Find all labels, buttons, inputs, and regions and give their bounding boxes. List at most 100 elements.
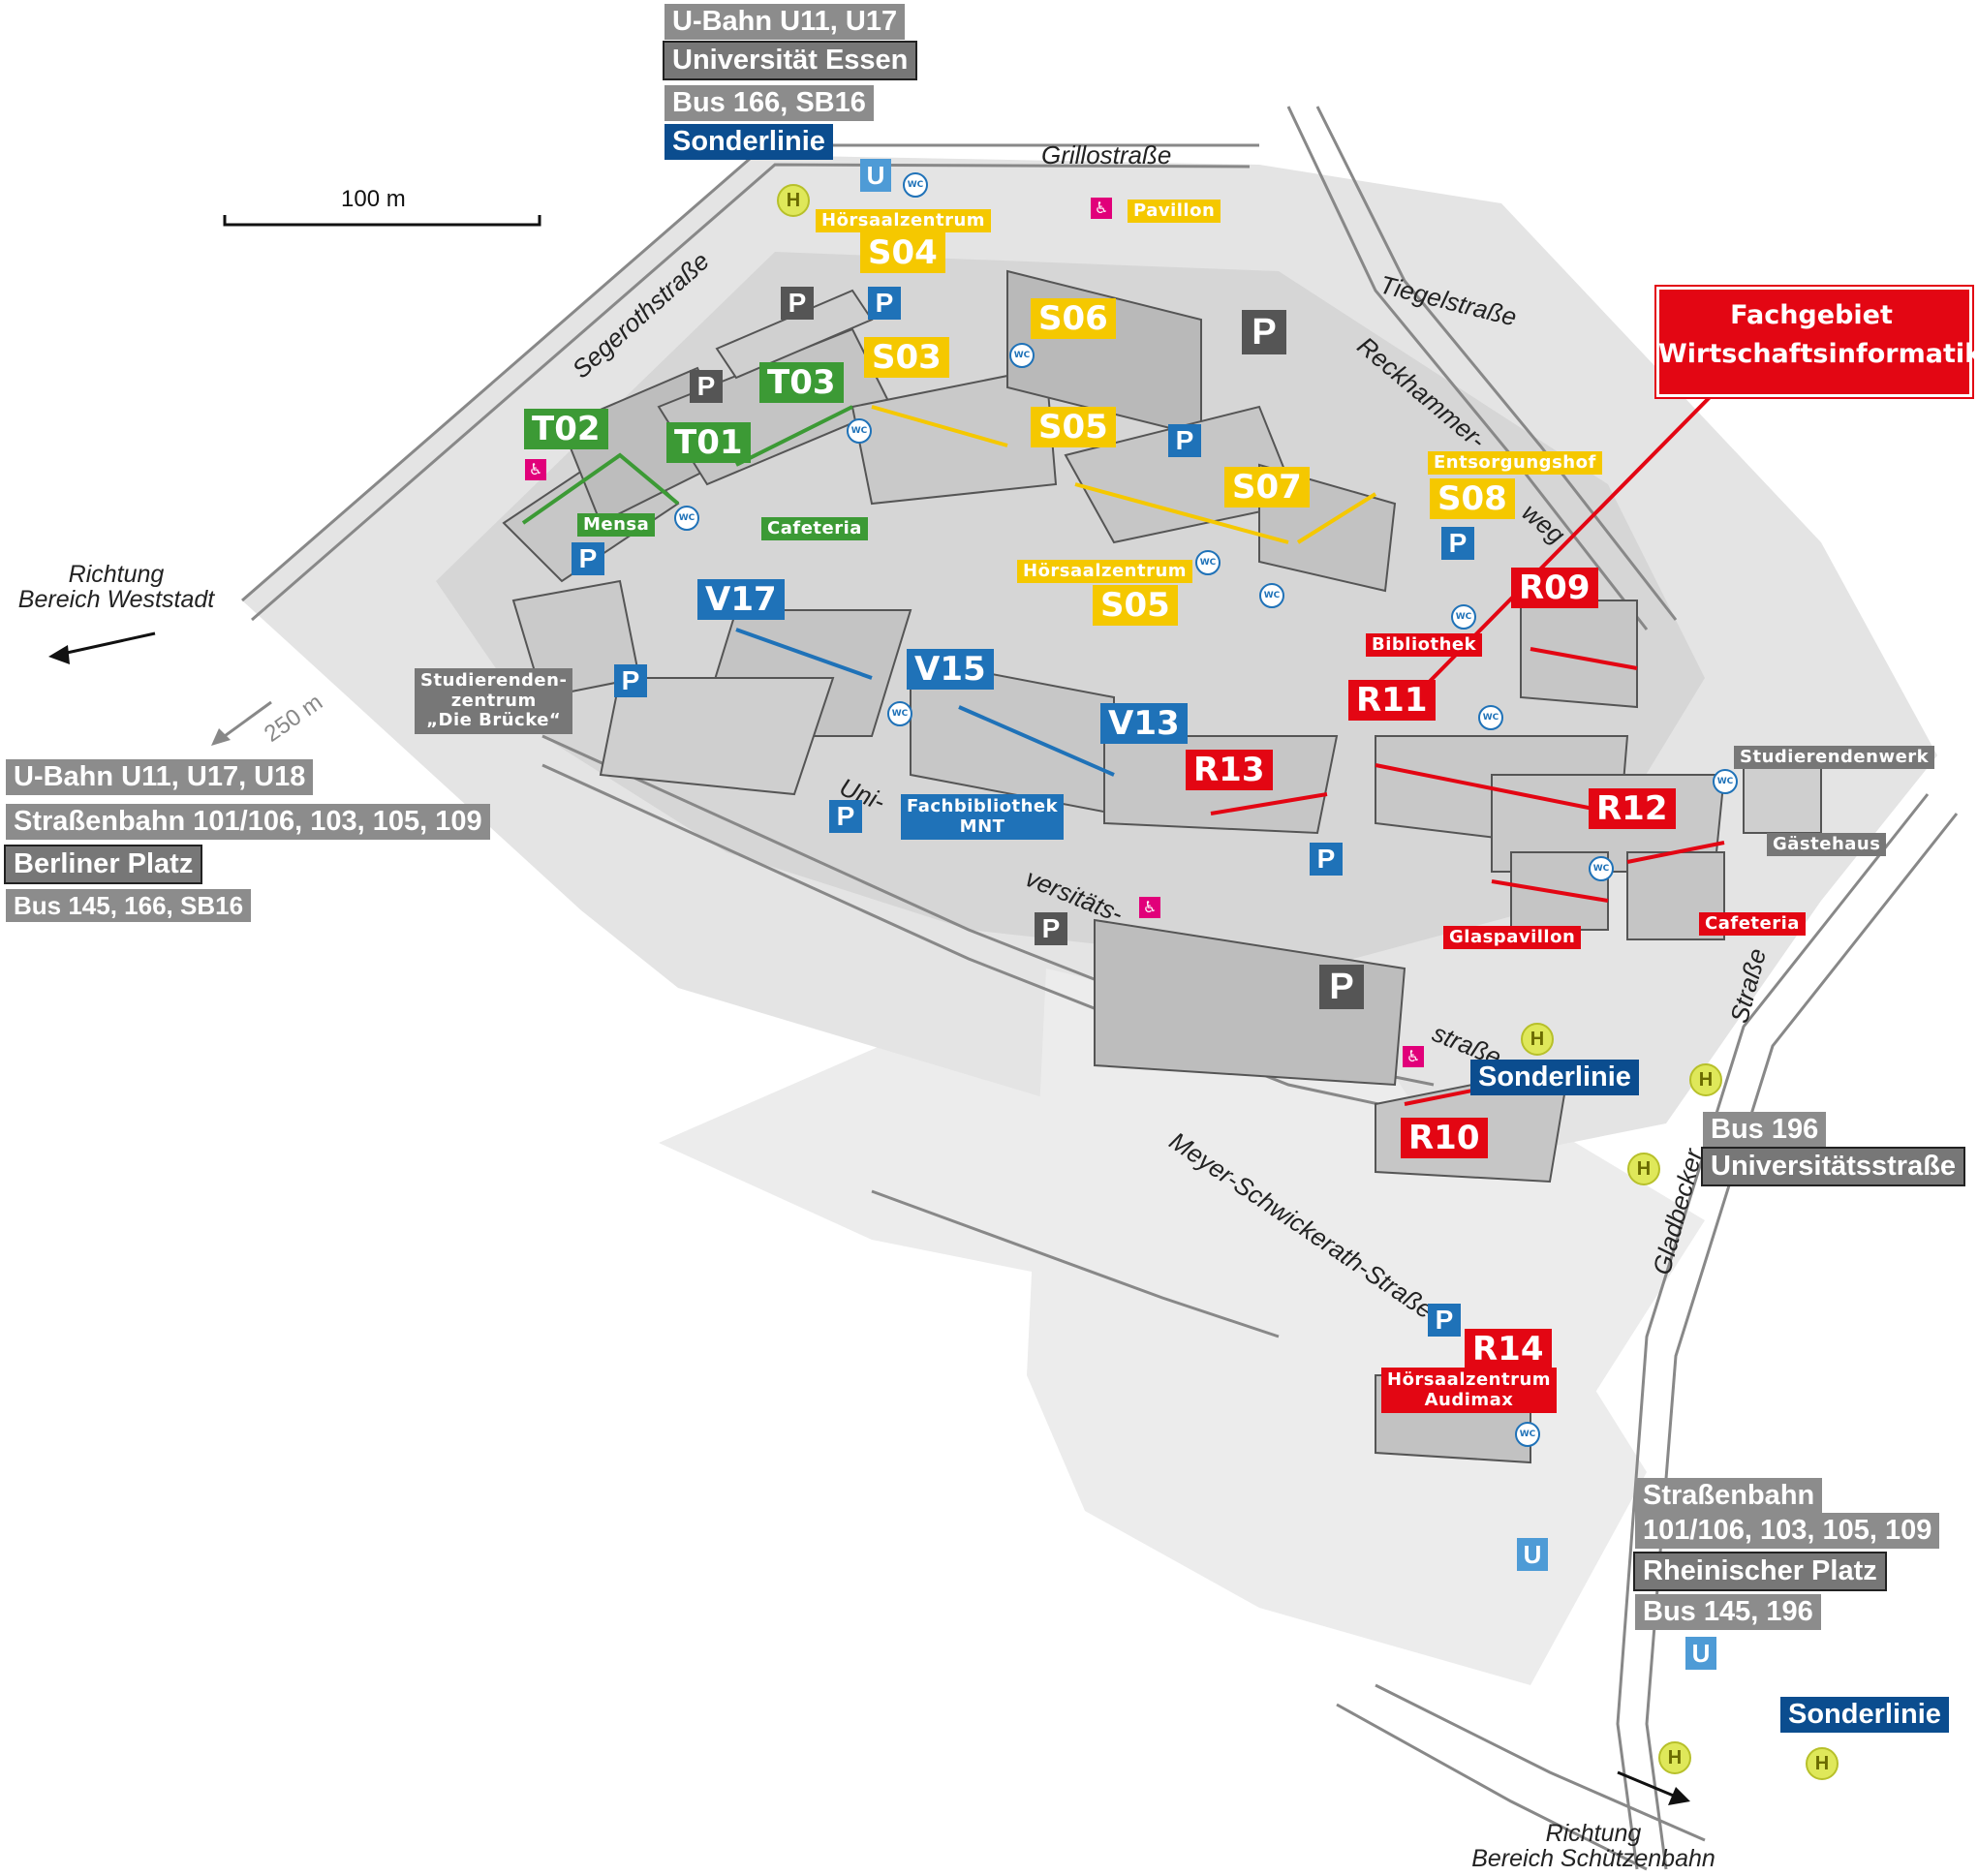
weststadt-arrow [57,631,156,657]
transit-sonderlinie-mid: Sonderlinie [1470,1060,1639,1095]
building-S05-hoersaal[interactable]: S05 [1093,585,1178,626]
tram-stop-icon: H [1689,1063,1722,1096]
parking-icon: P [1310,843,1343,876]
parking-icon: P [781,287,814,320]
schuetzenbahn-arrow [1617,1770,1677,1799]
transit-west-bus: Bus 145, 166, SB16 [6,889,252,922]
highlight-line2: Wirtschaftsinformatik [1658,339,1978,369]
facility-audimax[interactable]: Hörsaalzentrum Audimax [1381,1368,1558,1414]
tram-stop-icon: H [777,184,810,217]
building-S06[interactable]: S06 [1031,298,1116,339]
wc-icon: WC [1451,604,1476,630]
transit-north-ubahn: U-Bahn U11, U17 [664,4,906,40]
transit-west-tram: Straßenbahn 101/106, 103, 105, 109 [6,804,490,840]
parking-icon: P [614,664,647,697]
transit-east-station: Universitätsstraße [1700,1147,1966,1186]
facility-studierendenwerk[interactable]: Studierendenwerk [1734,746,1935,769]
building-V15[interactable]: V15 [907,649,994,690]
transit-south-lines: 101/106, 103, 105, 109 [1635,1513,1940,1549]
highlight-pointer [1393,385,1721,719]
parking-icon: P [690,370,723,403]
facility-bibliothek[interactable]: Bibliothek [1366,633,1483,657]
building-R10[interactable]: R10 [1401,1118,1488,1158]
wc-icon: WC [1589,856,1614,881]
building-T03[interactable]: T03 [759,362,844,403]
ubahn-icon: U [860,159,891,192]
parking-icon: P [829,800,862,833]
ubahn-icon: U [1685,1637,1716,1670]
building-R14[interactable]: R14 [1465,1329,1552,1369]
transit-south-station: Rheinischer Platz [1633,1552,1887,1591]
facility-die-bruecke[interactable]: Studierenden- zentrum „Die Brücke“ [415,668,573,735]
parking-icon: P [1319,965,1364,1009]
scale-label: 100 m [341,186,406,212]
building-T02[interactable]: T02 [524,409,608,449]
building-S07[interactable]: S07 [1224,467,1310,507]
tram-stop-icon: H [1658,1741,1691,1774]
building-R12[interactable]: R12 [1589,788,1676,829]
facility-gaestehaus[interactable]: Gästehaus [1767,833,1887,856]
transit-north-station: Universität Essen [662,41,918,80]
building-V13[interactable]: V13 [1100,703,1188,744]
parking-icon: P [868,287,901,320]
transit-sonderlinie-south: Sonderlinie [1780,1697,1949,1733]
parking-icon: P [1441,527,1474,560]
highlight-box [1654,285,1974,399]
transit-north-bus: Bus 166, SB16 [664,85,874,121]
building-T01[interactable]: T01 [666,422,751,463]
building-S08[interactable]: S08 [1430,478,1515,519]
scale-bar [223,215,541,227]
weststadt-arrowhead [48,645,70,664]
facility-cafeteria-r[interactable]: Cafeteria [1699,912,1806,936]
wc-icon: WC [1713,769,1738,794]
building-V17[interactable]: V17 [697,579,785,620]
facility-mensa[interactable]: Mensa [577,513,656,537]
distance-arrow [217,700,272,743]
parking-icon: P [1428,1304,1461,1337]
highlight-line1: Fachgebiet [1730,300,1893,330]
wc-icon: WC [847,418,872,444]
wc-icon: WC [1515,1422,1540,1447]
facility-cafeteria-t[interactable]: Cafeteria [761,517,868,540]
wc-icon: WC [903,172,928,198]
wc-icon: WC [674,506,699,531]
parking-icon: P [1168,424,1201,457]
transit-west-ubahn: U-Bahn U11, U17, U18 [6,759,314,795]
accessible-icon: ♿ [1139,897,1160,918]
facility-pavillon[interactable]: Pavillon [1128,200,1221,223]
accessible-icon: ♿ [1091,198,1112,219]
facility-entsorgungshof[interactable]: Entsorgungshof [1428,451,1602,475]
building-R13[interactable]: R13 [1186,750,1273,790]
transit-south-bus: Bus 145, 196 [1635,1594,1821,1630]
direction-weststadt: Richtung Bereich Weststadt [17,561,215,614]
accessible-icon: ♿ [1403,1046,1424,1067]
street-grillostrasse: Grillostraße [1041,140,1172,169]
building-S04[interactable]: S04 [860,232,945,273]
wc-icon: WC [1478,705,1503,730]
parking-icon: P [1035,912,1067,945]
wc-icon: WC [1009,343,1035,368]
transit-south-tram: Straßenbahn [1635,1478,1823,1514]
tram-stop-icon: H [1627,1153,1660,1185]
transit-north-sonderlinie: Sonderlinie [664,124,833,160]
transit-east-bus: Bus 196 [1703,1112,1827,1148]
wc-icon: WC [1195,550,1221,575]
building-S03[interactable]: S03 [864,337,949,378]
building-R09[interactable]: R09 [1511,568,1598,608]
building-R11[interactable]: R11 [1348,680,1436,721]
building-highlights [521,405,1725,1106]
parking-icon: P [1242,310,1286,354]
parking-icon: P [572,542,604,575]
facility-hoersaalzentrum-s05[interactable]: Hörsaalzentrum [1017,560,1193,583]
direction-schuetzenbahn: Richtung Bereich Schützenbahn [1471,1820,1715,1873]
facility-fachbibliothek-mnt[interactable]: Fachbibliothek MNT [901,794,1065,841]
building-S05[interactable]: S05 [1031,407,1116,447]
facility-glaspavillon[interactable]: Glaspavillon [1443,926,1582,949]
transit-west-station: Berliner Platz [3,845,203,884]
accessible-icon: ♿ [525,459,546,480]
ubahn-icon: U [1517,1538,1548,1571]
tram-stop-icon: H [1521,1023,1554,1056]
distance-arrowhead [211,728,231,746]
facility-hoersaalzentrum-s04[interactable]: Hörsaalzentrum [816,209,992,232]
